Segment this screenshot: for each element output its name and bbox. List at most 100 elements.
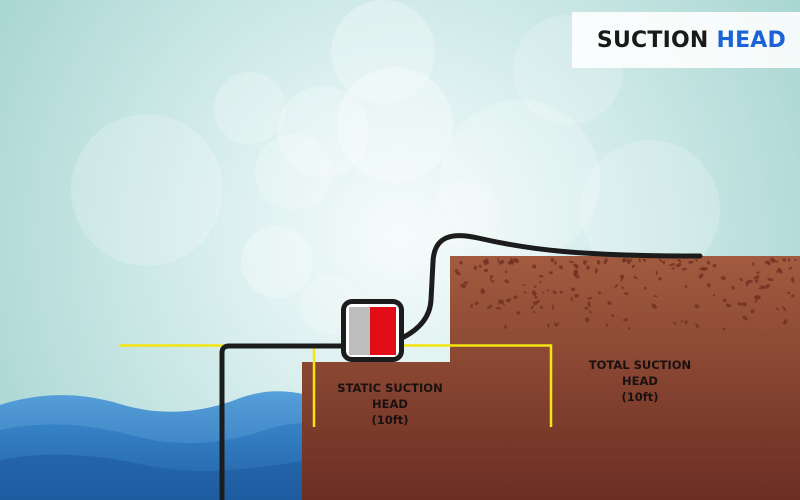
soil-speckle (731, 285, 735, 290)
soil-speckle (491, 279, 495, 284)
soil-speckle (549, 271, 553, 275)
soil-speckle (504, 270, 508, 274)
soil-speckle (530, 304, 535, 310)
water-body (0, 391, 320, 500)
static-label-line1: STATIC SUCTION (337, 381, 443, 395)
soil-speckle (620, 274, 625, 279)
soil-speckle (507, 261, 514, 265)
soil-speckle (658, 258, 663, 263)
soil-speckle (535, 299, 540, 304)
soil-speckle (512, 258, 520, 264)
soil-speckle (470, 303, 474, 308)
soil-speckle (516, 311, 521, 315)
soil-speckle (587, 301, 591, 308)
soil-speckle (787, 291, 791, 295)
soil-speckle (605, 323, 609, 327)
soil-speckle (754, 279, 759, 283)
soil-speckle (628, 327, 631, 331)
soil-speckle (531, 290, 537, 297)
pump-gray-panel (349, 307, 370, 355)
soil-speckle (752, 261, 755, 267)
soil-speckle (788, 266, 793, 270)
soil-speckle (671, 267, 676, 270)
soil-speckle (638, 258, 641, 263)
soil-speckle (658, 277, 662, 281)
soil-speckle (753, 277, 756, 280)
soil-speckle (495, 307, 502, 310)
soil-speckle (706, 260, 711, 265)
soil-speckle (769, 257, 776, 263)
soil-speckle (484, 268, 488, 273)
soil-speckle (539, 305, 544, 309)
title-word-1: SUCTION (596, 27, 709, 53)
soil-speckle (454, 269, 459, 274)
soil-speckle (755, 275, 760, 280)
soil-speckle (523, 291, 527, 294)
soil-speckle (694, 304, 700, 309)
soil-speckle (587, 297, 593, 300)
soil-speckle (542, 291, 545, 294)
soil-speckle (643, 286, 647, 290)
soil-speckle (720, 276, 726, 281)
static-suction-head-label: STATIC SUCTION HEAD (10ft) (320, 380, 460, 428)
soil-speckle (668, 263, 676, 267)
soil-speckle (791, 276, 795, 283)
soil-speckle (688, 260, 694, 264)
soil-speckle (603, 258, 608, 265)
soil-speckle (473, 265, 477, 271)
soil-speckle (483, 261, 488, 266)
soil-speckle (775, 307, 780, 311)
soil-speckle (783, 319, 788, 325)
soil-speckle (764, 260, 770, 265)
soil-speckle (474, 301, 479, 306)
soil-speckle (569, 260, 575, 264)
soil-speckle (651, 303, 657, 309)
soil-speckle (534, 295, 538, 299)
soil-speckle (621, 286, 624, 289)
soil-speckle (699, 267, 706, 271)
soil-speckle (737, 302, 743, 306)
soil-speckle (653, 295, 658, 297)
soil-speckle (559, 290, 563, 294)
soil-speckle (722, 327, 726, 331)
soil-speckle (459, 261, 463, 265)
soil-speckle (539, 274, 544, 278)
soil-speckle (574, 293, 579, 298)
soil-speckle (739, 277, 743, 282)
soil-speckle (513, 295, 518, 299)
soil-speckle (622, 257, 627, 263)
static-label-line3: (10ft) (371, 413, 409, 427)
soil-speckle (758, 287, 762, 290)
soil-speckle (698, 273, 704, 279)
soil-speckle (570, 287, 576, 292)
soil-speckle (787, 258, 791, 262)
soil-speckle (552, 290, 557, 295)
soil-speckle (754, 295, 759, 301)
soil-speckle (505, 298, 512, 303)
soil-speckle (684, 320, 688, 325)
soil-speckle (662, 260, 666, 264)
soil-speckle (629, 258, 633, 263)
title-word-2: HEAD (716, 27, 786, 53)
soil-speckle (723, 298, 727, 302)
soil-speckle (742, 302, 747, 307)
soil-speckle (655, 270, 658, 276)
bokeh-circles (71, 0, 720, 335)
soil-speckle (673, 321, 677, 325)
soil-speckle (596, 259, 601, 265)
pump (341, 299, 404, 362)
soil-speckle (684, 284, 688, 288)
soil-speckle (746, 279, 753, 284)
soil-speckle (712, 294, 716, 297)
soil-speckle (775, 260, 779, 263)
soil-speckle (680, 320, 683, 323)
soil-speckle (558, 265, 564, 270)
soil-speckles (454, 257, 797, 331)
soil-speckle (486, 304, 493, 309)
soil-speckle (742, 315, 748, 321)
soil-speckle (756, 271, 760, 274)
total-label-line3: (10ft) (621, 390, 659, 404)
soil-speckle (573, 263, 577, 267)
